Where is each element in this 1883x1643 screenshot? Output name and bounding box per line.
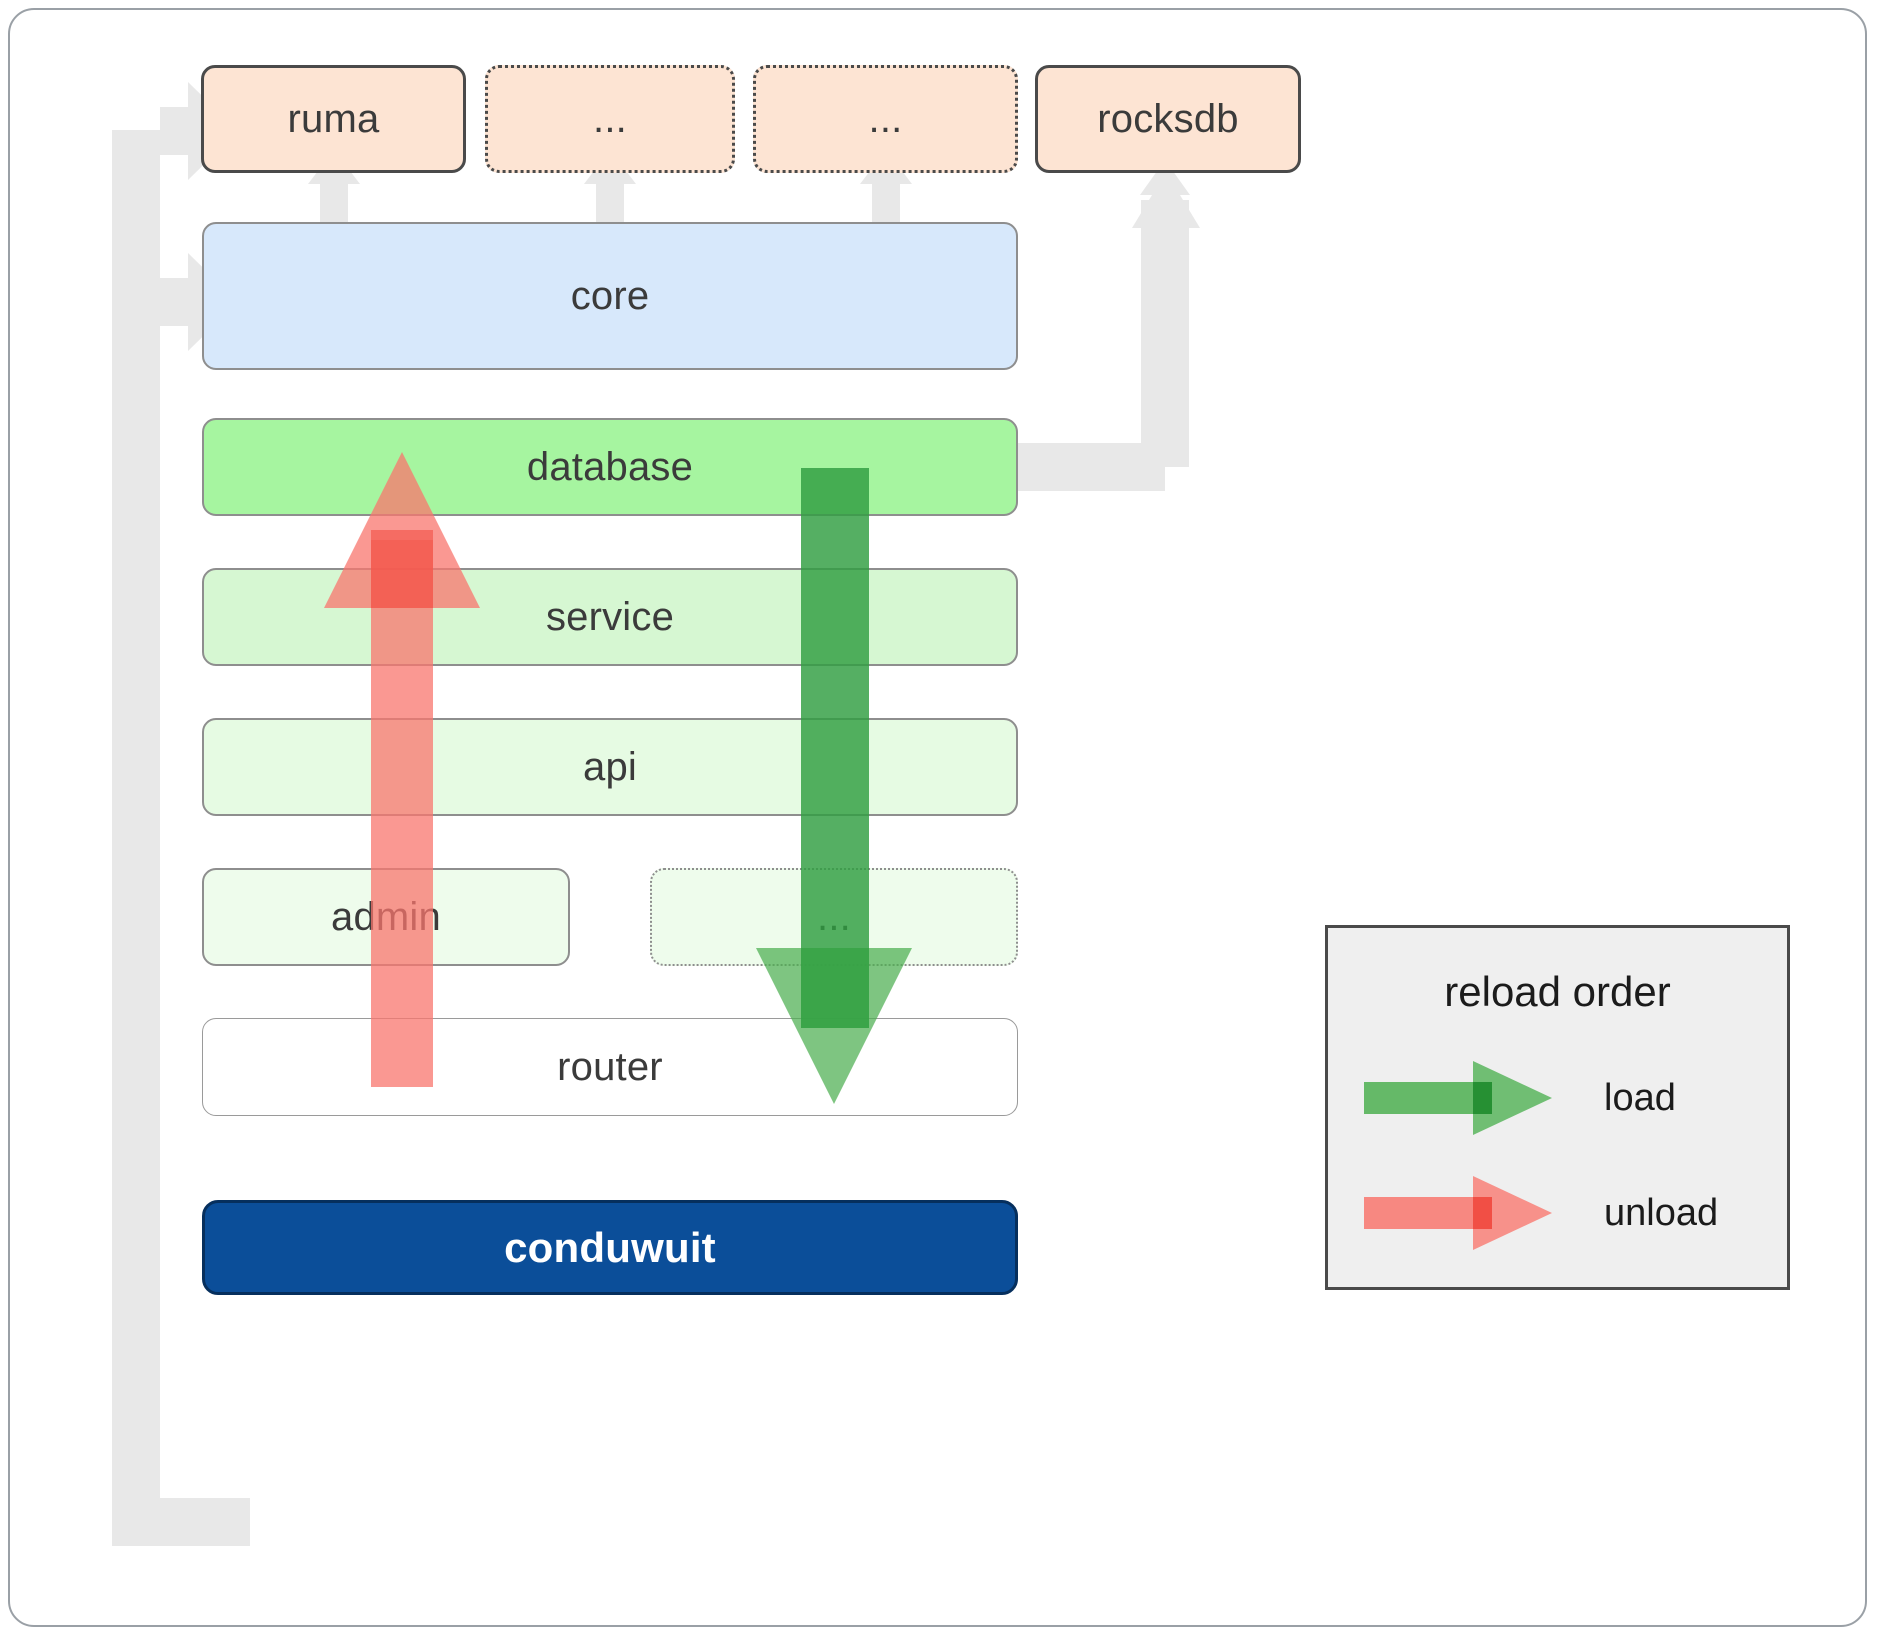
node-core-label: core [570, 273, 650, 318]
node-router-label: router [557, 1044, 663, 1089]
node-ruma-label: ruma [287, 96, 380, 141]
legend-title: reload order [1444, 968, 1671, 1015]
node-ellipsis-top-2-label: ... [868, 96, 903, 141]
legend-box: reload order load unload [1325, 925, 1790, 1290]
node-ellipsis-top-1-label: ... [593, 96, 627, 141]
node-ruma[interactable]: ruma [201, 65, 466, 173]
node-database[interactable]: database [202, 418, 1018, 516]
node-ellipsis-mid[interactable]: ... [650, 868, 1018, 966]
node-api-label: api [583, 744, 637, 789]
legend-unload-label: unload [1604, 1191, 1719, 1234]
legend-load-label: load [1604, 1076, 1676, 1119]
node-rocksdb[interactable]: rocksdb [1035, 65, 1301, 173]
node-rocksdb-label: rocksdb [1097, 96, 1239, 141]
legend-row-unload: unload [1356, 1173, 1776, 1253]
legend-row-load: load [1356, 1058, 1776, 1138]
node-service[interactable]: service [202, 568, 1018, 666]
node-api[interactable]: api [202, 718, 1018, 816]
node-core[interactable]: core [202, 222, 1018, 370]
node-database-label: database [526, 444, 694, 489]
node-ellipsis-top-1[interactable]: ... [485, 65, 735, 173]
node-service-label: service [545, 594, 675, 639]
node-conduwuit-label: conduwuit [504, 1223, 716, 1271]
node-admin-label: admin [331, 894, 441, 939]
node-conduwuit[interactable]: conduwuit [202, 1200, 1018, 1295]
node-router[interactable]: router [202, 1018, 1018, 1116]
node-admin[interactable]: admin [202, 868, 570, 966]
node-ellipsis-mid-label: ... [817, 894, 851, 939]
node-ellipsis-top-2[interactable]: ... [753, 65, 1018, 173]
legend-unload-arrow [1356, 1173, 1586, 1253]
legend-load-arrow [1356, 1058, 1586, 1138]
